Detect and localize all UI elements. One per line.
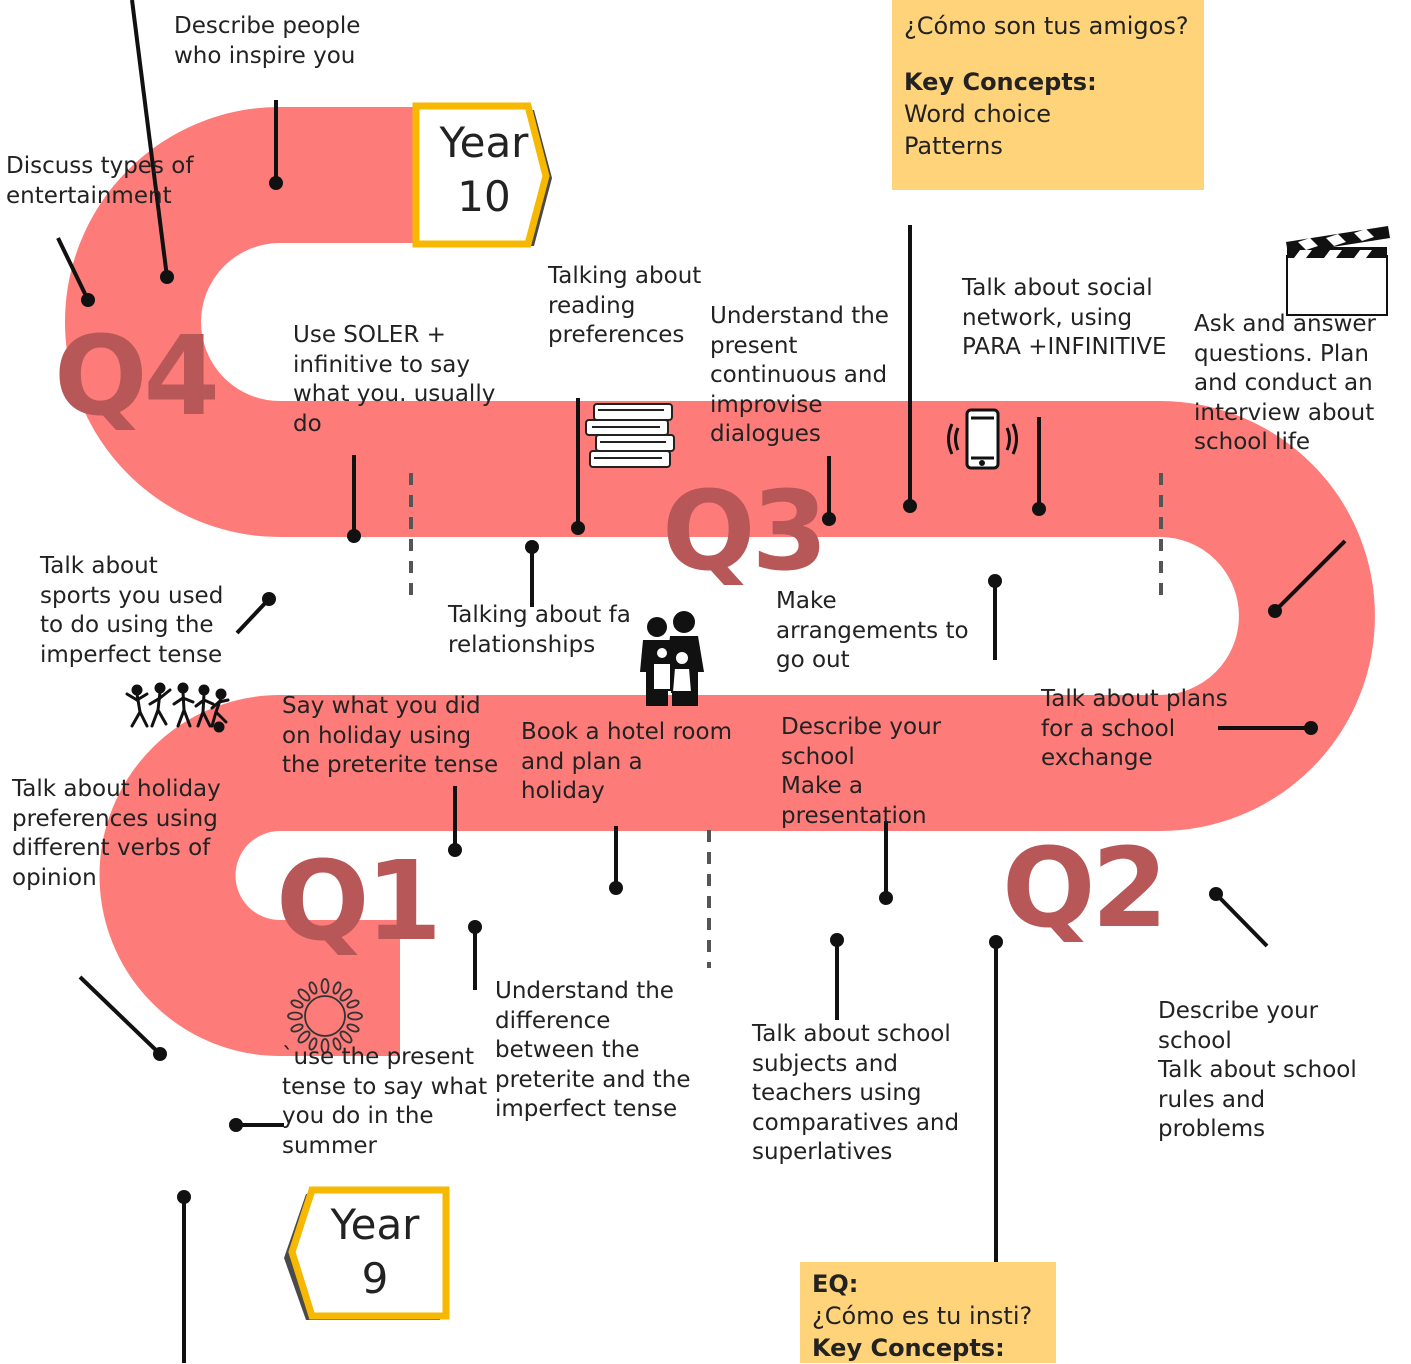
year-9-label: Year 9 <box>320 1198 430 1306</box>
topic-rules: Describe your school Talk about school r… <box>1158 998 1357 1142</box>
quarter-label-q1: Q1 <box>276 837 442 965</box>
topic-describe-school-presentation: Describe your school Make a presentation <box>781 714 942 829</box>
topic-soler: Use SOLER + infinitive to say what you. … <box>293 322 496 437</box>
topic-social-network: Talk about social network, using PARA +I… <box>962 275 1167 360</box>
clapperboard-icon <box>1286 226 1390 316</box>
sports-players-icon <box>125 682 230 733</box>
topic-holiday-did: Say what you did on holiday using the pr… <box>282 693 499 778</box>
year-10-line1: Year <box>439 118 529 167</box>
note-top-concept-1: Word choice <box>904 100 1052 128</box>
books-icon <box>585 403 675 468</box>
year-9-line2: 9 <box>361 1254 389 1303</box>
roadmap-road <box>65 106 1375 1056</box>
note-top-concepts-heading: Key Concepts: <box>904 68 1097 96</box>
note-bottom-concepts-heading: Key Concepts: <box>812 1334 1005 1362</box>
note-top-question: ¿Cómo son tus amigos? <box>904 12 1189 40</box>
sun-icon <box>287 978 363 1054</box>
note-bottom-question: ¿Cómo es tu insti? <box>812 1302 1033 1330</box>
note-top-concept-2: Patterns <box>904 132 1003 160</box>
topic-subjects: Talk about school subjects and teachers … <box>752 1021 960 1165</box>
topic-summer: `use the present tense to say what you d… <box>282 1044 488 1159</box>
topic-exchange: Talk about plans for a school exchange <box>1041 686 1228 771</box>
note-bottom-eq-heading: EQ: <box>812 1270 859 1298</box>
topic-entertainment: Discuss types of entertainment <box>6 153 194 209</box>
topic-present-continuous: Understand the present continuous and im… <box>710 303 889 447</box>
quarter-label-q3: Q3 <box>662 467 828 595</box>
year-10-label: Year 10 <box>436 116 532 224</box>
connectors <box>56 0 1347 1363</box>
topic-hotel: Book a hotel room and plan a holiday <box>521 719 732 804</box>
family-icon <box>640 611 704 706</box>
connector-dots <box>81 176 1318 1204</box>
phone-icon <box>947 408 1018 470</box>
topic-holiday-prefs: Talk about holiday preferences using dif… <box>12 776 221 891</box>
topic-reading: Talking about reading preferences <box>548 263 702 348</box>
key-concepts-note-top: ¿Cómo son tus amigos? Key Concepts: Word… <box>892 0 1204 190</box>
topic-preterite-imperfect: Understand the difference between the pr… <box>495 978 691 1122</box>
year-10-line2: 10 <box>457 172 511 221</box>
year-9-marker <box>284 1186 450 1320</box>
topic-sports: Talk about sports you used to do using t… <box>40 553 224 668</box>
topic-arrangements: Make arrangements to go out <box>776 588 969 673</box>
key-concepts-note-bottom: EQ: ¿Cómo es tu insti? Key Concepts: <box>800 1262 1056 1363</box>
topic-interview: Ask and answer questions. Plan and condu… <box>1194 311 1377 455</box>
quarter-label-q2: Q2 <box>1002 824 1168 952</box>
quarter-dividers <box>409 473 1163 968</box>
topic-inspire: Describe people who inspire you <box>174 13 361 69</box>
topic-relationships: Talking about fa relationships <box>448 602 631 658</box>
quarter-label-q4: Q4 <box>54 312 220 440</box>
year-10-marker <box>412 102 552 248</box>
year-9-line1: Year <box>330 1200 420 1249</box>
